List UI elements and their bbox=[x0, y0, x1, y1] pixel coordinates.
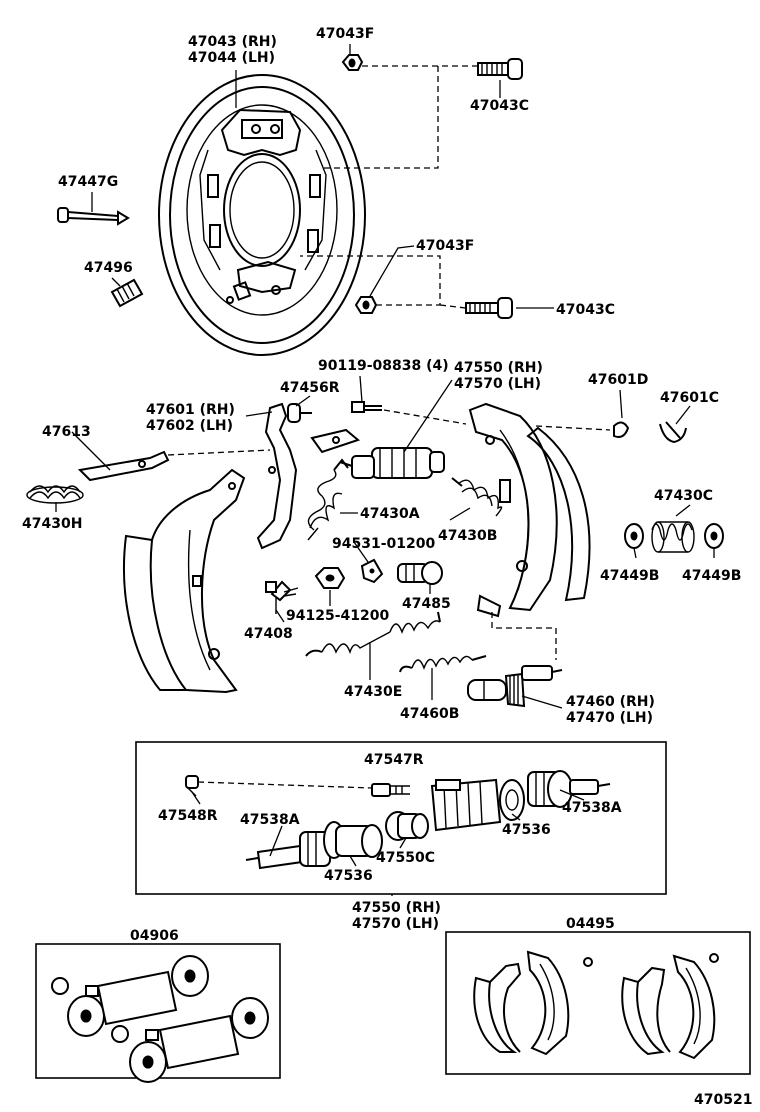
kit-box-47547r bbox=[135, 741, 667, 895]
bolt-top bbox=[477, 58, 523, 80]
label-47496: 47496 bbox=[84, 260, 133, 276]
brake-shoe-left bbox=[123, 468, 246, 694]
leader-lines bbox=[55, 44, 715, 896]
kit-box-04495 bbox=[445, 931, 751, 1075]
backing-plate bbox=[158, 74, 366, 356]
spring-47430c bbox=[651, 521, 695, 553]
label-47043f-top: 47043F bbox=[316, 26, 374, 42]
label-47430a: 47430A bbox=[360, 506, 420, 522]
label-04906: 04906 bbox=[130, 928, 179, 944]
dash-clip bbox=[535, 425, 611, 431]
label-94531: 94531-01200 bbox=[332, 536, 435, 552]
label-kit-47570-lh: 47570 (LH) bbox=[352, 916, 439, 932]
label-47601d: 47601D bbox=[588, 372, 648, 388]
nut-top bbox=[341, 54, 364, 71]
label-47408: 47408 bbox=[244, 626, 293, 642]
label-47470-lh: 47470 (LH) bbox=[566, 710, 653, 726]
dash-mid-plate bbox=[300, 255, 441, 306]
label-47538a-left: 47538A bbox=[240, 812, 300, 828]
clip-47601d bbox=[613, 421, 630, 438]
spring-47430h bbox=[26, 485, 84, 504]
plug-47496 bbox=[110, 278, 144, 308]
label-47460-rh: 47460 (RH) bbox=[566, 694, 655, 710]
kit-04906-parts bbox=[51, 955, 269, 1083]
label-47430c: 47430C bbox=[654, 488, 713, 504]
label-47570-lh: 47570 (LH) bbox=[454, 376, 541, 392]
label-47447g: 47447G bbox=[58, 174, 118, 190]
label-47044-lh: 47044 (LH) bbox=[188, 50, 275, 66]
label-47613: 47613 bbox=[42, 424, 91, 440]
pin-47408 bbox=[265, 580, 299, 614]
label-47043f-mid: 47043F bbox=[416, 238, 474, 254]
label-04495: 04495 bbox=[566, 916, 615, 932]
dash-bleeder bbox=[383, 409, 467, 425]
kit-cup-right bbox=[499, 779, 525, 821]
kit-bleeder bbox=[371, 783, 410, 797]
dash-strut bbox=[167, 449, 271, 456]
label-47460b: 47460B bbox=[400, 706, 459, 722]
spring-47460b bbox=[399, 655, 487, 673]
label-47449b-1: 47449B bbox=[600, 568, 659, 584]
parking-lever bbox=[256, 402, 298, 550]
label-47550-rh: 47550 (RH) bbox=[454, 360, 543, 376]
brake-shoe-right bbox=[468, 402, 591, 618]
label-47536-left: 47536 bbox=[324, 868, 373, 884]
dash-top-plate bbox=[320, 66, 439, 169]
dash-mid-bolt bbox=[439, 304, 467, 309]
label-47043c-top: 47043C bbox=[470, 98, 529, 114]
spring-47430a bbox=[307, 458, 349, 541]
label-47449b-2: 47449B bbox=[682, 568, 741, 584]
label-kit-47550-rh: 47550 (RH) bbox=[352, 900, 441, 916]
label-47538a-right: 47538A bbox=[562, 800, 622, 816]
bolt-mid bbox=[465, 297, 513, 319]
label-47548r: 47548R bbox=[158, 808, 218, 824]
label-47430e: 47430E bbox=[344, 684, 402, 700]
lever-pin bbox=[287, 403, 312, 423]
label-47536-right: 47536 bbox=[502, 822, 551, 838]
nut-mid bbox=[354, 296, 378, 314]
pin-47447g bbox=[57, 207, 130, 226]
adjuster-plate bbox=[310, 428, 361, 454]
label-47043-rh: 47043 (RH) bbox=[188, 34, 277, 50]
dash-adjuster bbox=[491, 612, 557, 660]
part-labels: 47043 (RH) 47044 (LH) 47043F 47043C 4744… bbox=[22, 26, 752, 1108]
kit-cup-left bbox=[323, 821, 383, 859]
nut-94125 bbox=[314, 567, 346, 589]
kit-piston-left bbox=[245, 831, 331, 870]
label-47547r: 47547R bbox=[364, 752, 424, 768]
retainer-47449b-2 bbox=[704, 523, 724, 549]
clip-47601c bbox=[659, 421, 687, 444]
strut-47613 bbox=[77, 450, 170, 482]
label-90119: 90119-08838 (4) bbox=[318, 358, 449, 374]
spring-47430b bbox=[451, 477, 503, 517]
label-47601c: 47601C bbox=[660, 390, 719, 406]
kit-piston-right bbox=[527, 770, 611, 808]
wheel-cylinder bbox=[339, 447, 445, 479]
label-47602-lh: 47602 (LH) bbox=[146, 418, 233, 434]
kit-04495-shoes bbox=[473, 950, 719, 1060]
kit-boot-47550c bbox=[385, 811, 429, 841]
spring-47430e bbox=[305, 611, 441, 657]
label-47456r: 47456R bbox=[280, 380, 340, 396]
washer-94531 bbox=[360, 558, 384, 584]
label-47430h: 47430H bbox=[22, 516, 82, 532]
label-47550c: 47550C bbox=[376, 850, 435, 866]
bleeder-screw bbox=[351, 401, 382, 413]
cap-47485 bbox=[397, 561, 443, 585]
label-94125: 94125-41200 bbox=[286, 608, 389, 624]
label-diagram-number: 470521 bbox=[694, 1092, 752, 1108]
label-47485: 47485 bbox=[402, 596, 451, 612]
retainer-47449b-1 bbox=[624, 523, 644, 549]
dash-kit-bleeder bbox=[197, 781, 373, 789]
label-47043c-mid: 47043C bbox=[556, 302, 615, 318]
label-47430b: 47430B bbox=[438, 528, 497, 544]
adjuster-47460 bbox=[467, 665, 563, 708]
label-47601-rh: 47601 (RH) bbox=[146, 402, 235, 418]
kit-cylinder-body bbox=[430, 778, 502, 832]
